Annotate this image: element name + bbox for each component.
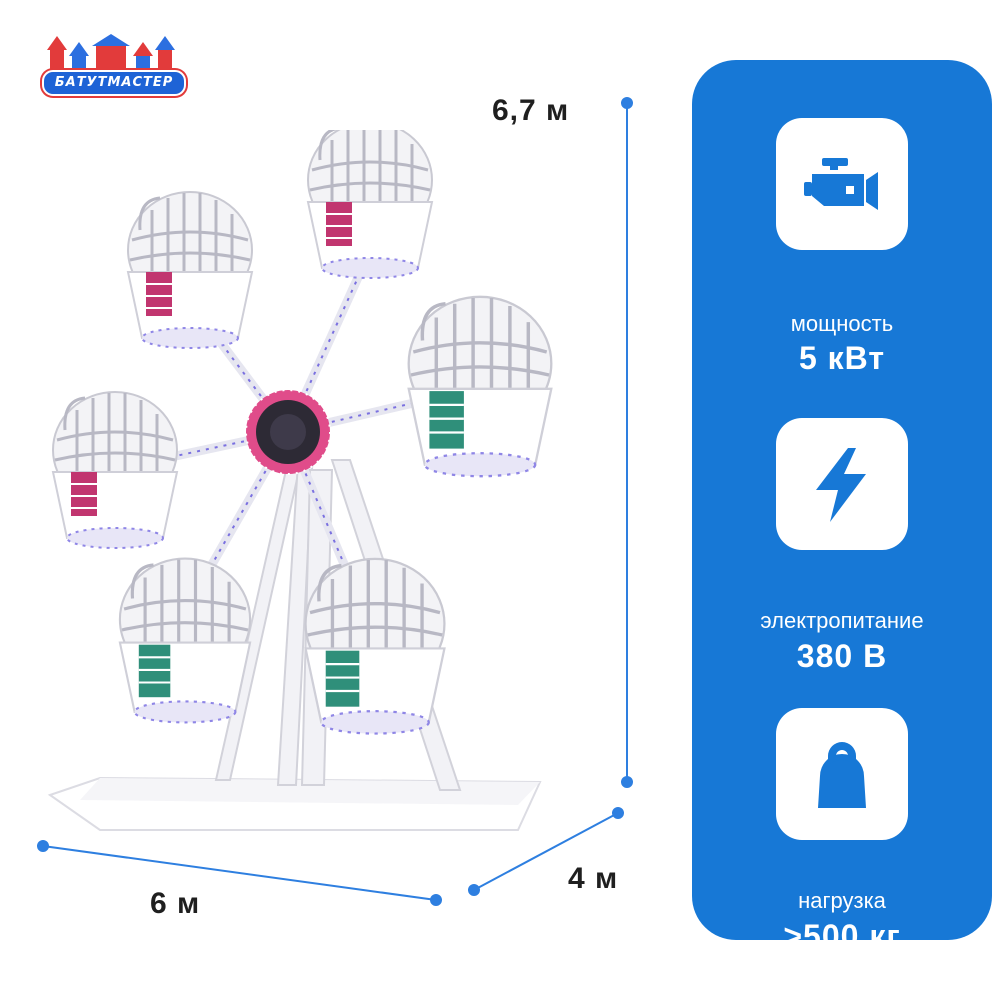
lightning-icon	[816, 448, 866, 522]
width-label: 6 м	[150, 887, 201, 920]
spec-value: >500 кг	[783, 918, 901, 954]
width-line-end-dot	[430, 894, 442, 906]
castle-icon	[47, 34, 175, 72]
ferris-wheel-illustration	[40, 120, 610, 840]
cabin-bottom-right	[303, 557, 447, 736]
cabin-top-right	[306, 120, 434, 280]
spec-label: мощность	[790, 311, 894, 336]
depth-label: 4 м	[568, 862, 619, 895]
cabin-top-left	[126, 190, 254, 350]
spec-icon-box	[776, 708, 908, 840]
depth-line-end-dot	[612, 807, 624, 819]
depth-line-start-dot	[468, 884, 480, 896]
height-line-end-dot	[621, 776, 633, 788]
spec-value: 380 В	[796, 638, 888, 674]
engine-icon	[804, 158, 878, 210]
spec-icon-box	[776, 418, 908, 550]
width-line-start-dot	[37, 840, 49, 852]
wheel-hub	[245, 389, 331, 475]
cabin-bottom-left	[118, 557, 252, 724]
specs-panel: мощность 5 кВт электропитание 380 В нагр…	[692, 60, 992, 952]
spec-icon-box	[776, 118, 908, 250]
depth-dimension-line	[473, 812, 619, 891]
cabin-right	[406, 295, 554, 478]
spec-label: электропитание	[760, 608, 924, 633]
spec-value: 5 кВт	[798, 340, 886, 376]
height-label: 6,7 м	[492, 94, 570, 127]
kettlebell-icon	[818, 742, 866, 808]
cabin-left	[51, 390, 179, 550]
logo-text: БАТУТМАСТЕР	[42, 70, 186, 96]
spec-label: нагрузка	[798, 888, 886, 913]
width-dimension-line	[42, 845, 437, 901]
height-line-start-dot	[621, 97, 633, 109]
ferris-wheel-image	[47, 120, 554, 831]
brand-logo: БАТУТМАСТЕР	[36, 34, 186, 98]
